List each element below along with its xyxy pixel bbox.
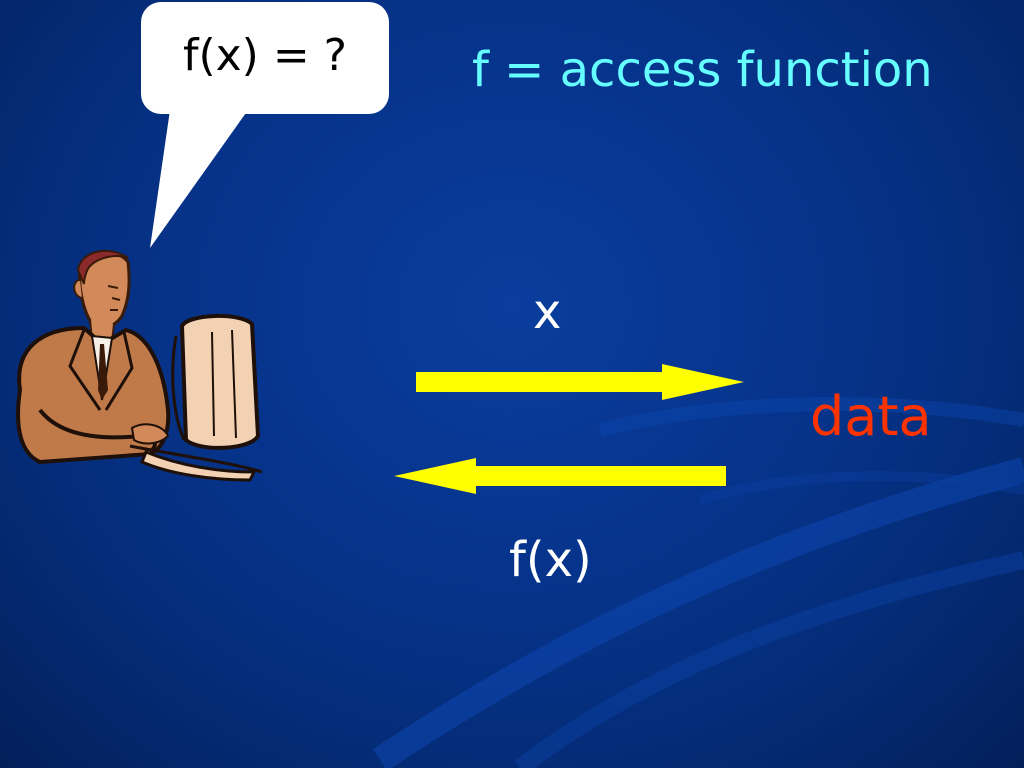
speech-bubble	[141, 2, 389, 114]
right-arrow-icon	[416, 364, 744, 400]
access-function-definition: f = access function	[472, 42, 933, 98]
response-label: f(x)	[509, 532, 592, 588]
request-label: x	[533, 284, 562, 340]
left-arrow-icon	[394, 458, 726, 494]
person-at-computer-icon	[16, 249, 263, 482]
data-label: data	[810, 385, 932, 448]
speech-bubble-text: f(x) = ?	[182, 30, 348, 81]
